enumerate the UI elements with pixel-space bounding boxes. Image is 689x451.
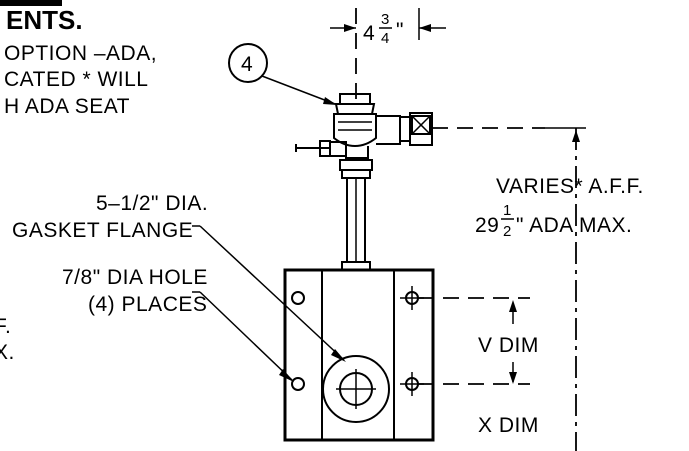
mounting-hole-tl xyxy=(291,291,305,305)
varies-label: VARIES* A.F.F. xyxy=(496,175,644,198)
left-fragment-2: X. xyxy=(0,341,15,364)
note-line-1: OPTION –ADA, xyxy=(4,42,157,65)
top-dimension: 4 3 4 " xyxy=(330,8,446,100)
gasket-flange xyxy=(322,355,390,423)
hole-label-1: 7/8" DIA HOLE xyxy=(62,266,208,289)
gasket-label-1: 5–1/2" DIA. xyxy=(96,192,208,215)
hole-label-2: (4) PLACES xyxy=(88,293,207,316)
x-dim-label: X DIM xyxy=(478,414,539,437)
gasket-leader: 5–1/2" DIA. GASKET FLANGE xyxy=(12,192,346,362)
top-dim-denominator: 4 xyxy=(381,30,389,47)
ada-whole: 29 xyxy=(475,214,499,237)
hole-leader: 7/8" DIA HOLE (4) PLACES xyxy=(62,266,294,382)
left-fragment-1: F. xyxy=(0,315,11,338)
notes-heading: ENTS. xyxy=(6,5,83,35)
v-dimension: V DIM X DIM xyxy=(418,297,539,437)
top-dim-whole: 4 xyxy=(363,22,375,45)
v-dim-label: V DIM xyxy=(478,334,539,357)
ada-denominator: 2 xyxy=(503,223,511,240)
note-line-3: H ADA SEAT xyxy=(4,95,130,118)
note-heading-underline xyxy=(0,0,62,6)
gasket-label-2: GASKET FLANGE xyxy=(12,219,193,242)
top-dim-numerator: 3 xyxy=(381,11,389,28)
carrier-plate xyxy=(283,268,435,442)
note-line-2: CATED * WILL xyxy=(4,68,148,91)
ada-numerator: 1 xyxy=(503,202,511,219)
varies-dimension: VARIES* A.F.F. 29 1 2 " ADA MAX. xyxy=(475,128,644,451)
mounting-hole-bl xyxy=(291,377,305,391)
top-dim-inch: " xyxy=(396,19,404,42)
flush-valve xyxy=(295,93,433,271)
ada-rest: " ADA MAX. xyxy=(516,214,632,237)
callout-number: 4 xyxy=(241,53,253,76)
callout-4: 4 xyxy=(228,43,337,105)
